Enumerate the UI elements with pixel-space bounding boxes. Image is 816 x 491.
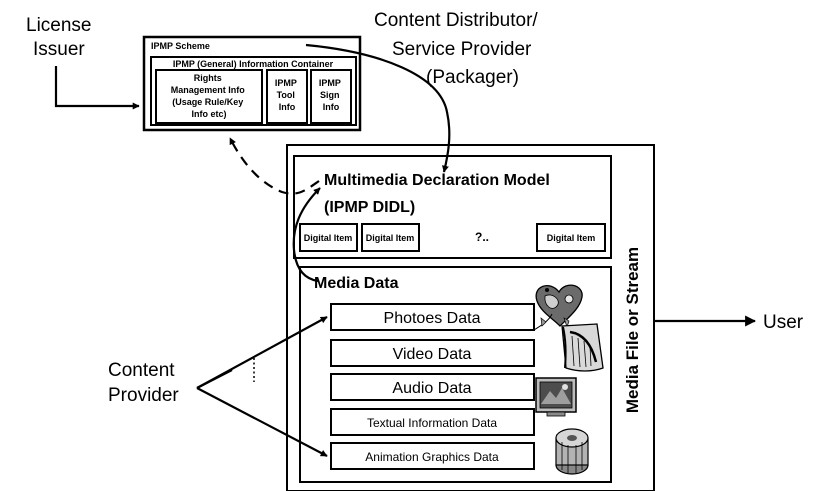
photoes-data-box: Photoes Data	[384, 310, 481, 327]
digital-item-ellipsis: ?..	[475, 230, 489, 244]
distributor-label-line3: (Packager)	[426, 67, 519, 88]
digital-item-2: Digital Item	[366, 233, 415, 243]
harp-clipart-icon	[561, 323, 604, 372]
content-provider-label-line2: Provider	[108, 385, 179, 406]
license-issuer-arrow	[54, 66, 140, 110]
animation-graphics-data-box: Animation Graphics Data	[365, 450, 499, 464]
monitor-picture-clipart-icon	[535, 377, 577, 417]
ipmp-scheme-box: IPMP Scheme IPMP (General) Information C…	[142, 35, 362, 132]
film-reels-clipart-icon	[555, 428, 589, 475]
license-issuer-label-line2: Issuer	[33, 39, 85, 60]
user-label: User	[763, 312, 804, 333]
provider-to-animation-arrow	[196, 387, 328, 457]
media-data-title: Media Data	[314, 275, 399, 292]
declaration-title-line1: Multimedia Declaration Model	[324, 172, 550, 189]
video-data-box: Video Data	[393, 346, 472, 363]
audio-data-box: Audio Data	[392, 380, 471, 397]
ipmp-tool-info: IPMP Tool Info	[275, 78, 299, 112]
ipmp-sign-info: IPMP Sign Info	[319, 78, 343, 112]
digital-item-1: Digital Item	[304, 233, 353, 243]
ipmp-scheme-title: IPMP Scheme	[151, 41, 210, 51]
dashed-link-arrow	[229, 137, 320, 195]
distributor-label-line1: Content Distributor/	[374, 10, 538, 31]
textual-information-data-box: Textual Information Data	[367, 416, 497, 430]
media-to-declaration-arrow	[292, 187, 321, 283]
ipmp-container-title: IPMP (General) Information Container	[173, 59, 334, 69]
media-file-side-label: Media File or Stream	[623, 247, 642, 413]
distributor-label-line2: Service Provider	[392, 39, 532, 60]
rights-management-info: Rights Management Info (Usage Rule/Key I…	[171, 73, 248, 119]
content-provider-label-line1: Content	[108, 360, 175, 381]
provider-middle-branch	[196, 369, 233, 389]
scheme-to-declaration-arrow	[305, 43, 451, 173]
heart-flowers-clipart-icon	[533, 284, 583, 331]
media-file-box: Media File or Stream Multimedia Declarat…	[286, 144, 655, 491]
digital-item-last: Digital Item	[547, 233, 596, 243]
license-issuer-label-line1: License	[26, 15, 92, 36]
declaration-title-line2: (IPMP DIDL)	[324, 199, 415, 216]
